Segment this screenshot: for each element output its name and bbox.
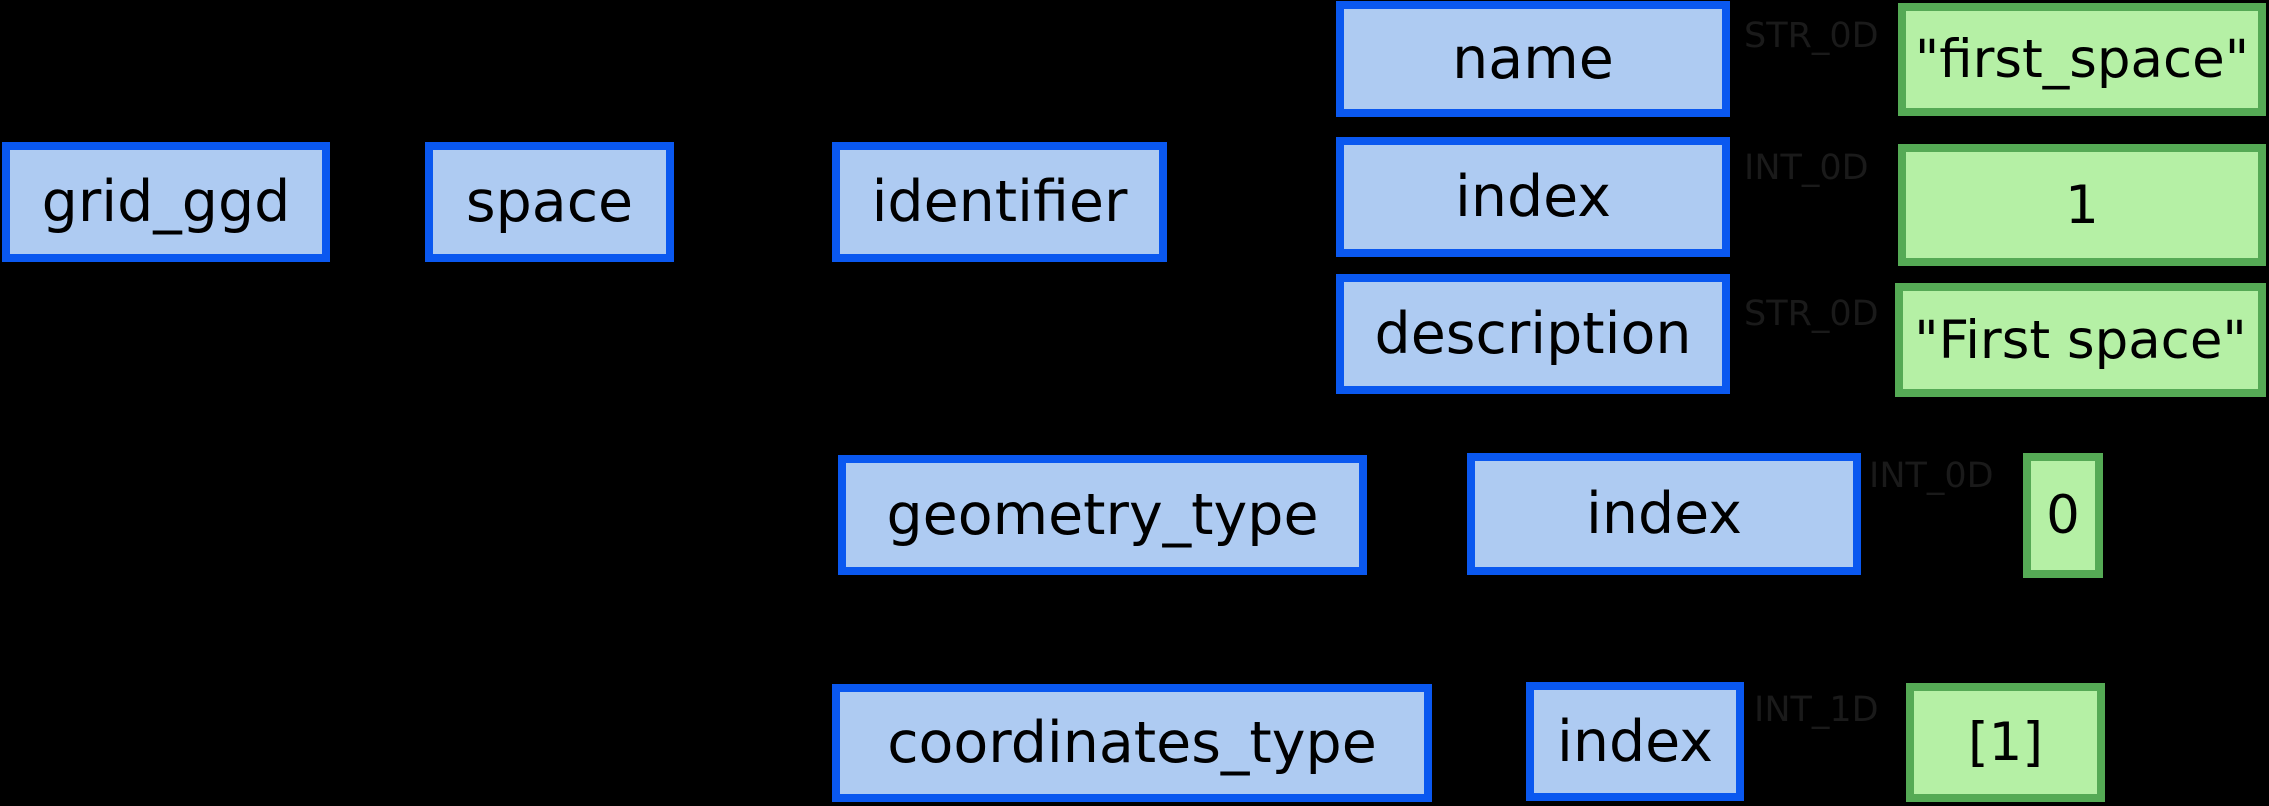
- edge-label-identifier-name-type: STR_0D: [1744, 16, 1879, 56]
- node-identifier: identifier: [832, 142, 1167, 262]
- edge-label-coordinates-type-index-type: INT_1D: [1754, 690, 1879, 730]
- node-identifier-name: name: [1336, 1, 1730, 117]
- value-box-coordinates-type-index: [1]: [1906, 683, 2105, 802]
- node-grid-ggd: grid_ggd: [2, 142, 330, 262]
- edge-label-identifier-index-type: INT_0D: [1744, 148, 1869, 188]
- node-space: space: [425, 142, 674, 262]
- node-geometry-type-index: index: [1467, 453, 1861, 575]
- value-box-identifier-description: "First space": [1895, 283, 2266, 397]
- edge-label-identifier-description-type: STR_0D: [1744, 294, 1879, 334]
- edge-label-geometry-type-index-type: INT_0D: [1869, 456, 1994, 496]
- value-box-geometry-type-index: 0: [2023, 453, 2103, 578]
- node-identifier-description: description: [1336, 274, 1730, 394]
- node-identifier-index: index: [1336, 137, 1730, 257]
- node-geometry-type: geometry_type: [838, 455, 1367, 575]
- value-box-identifier-name: "first_space": [1898, 3, 2266, 116]
- node-coordinates-type: coordinates_type: [832, 684, 1432, 802]
- value-box-identifier-index: 1: [1898, 144, 2266, 266]
- node-coordinates-type-index: index: [1526, 682, 1744, 801]
